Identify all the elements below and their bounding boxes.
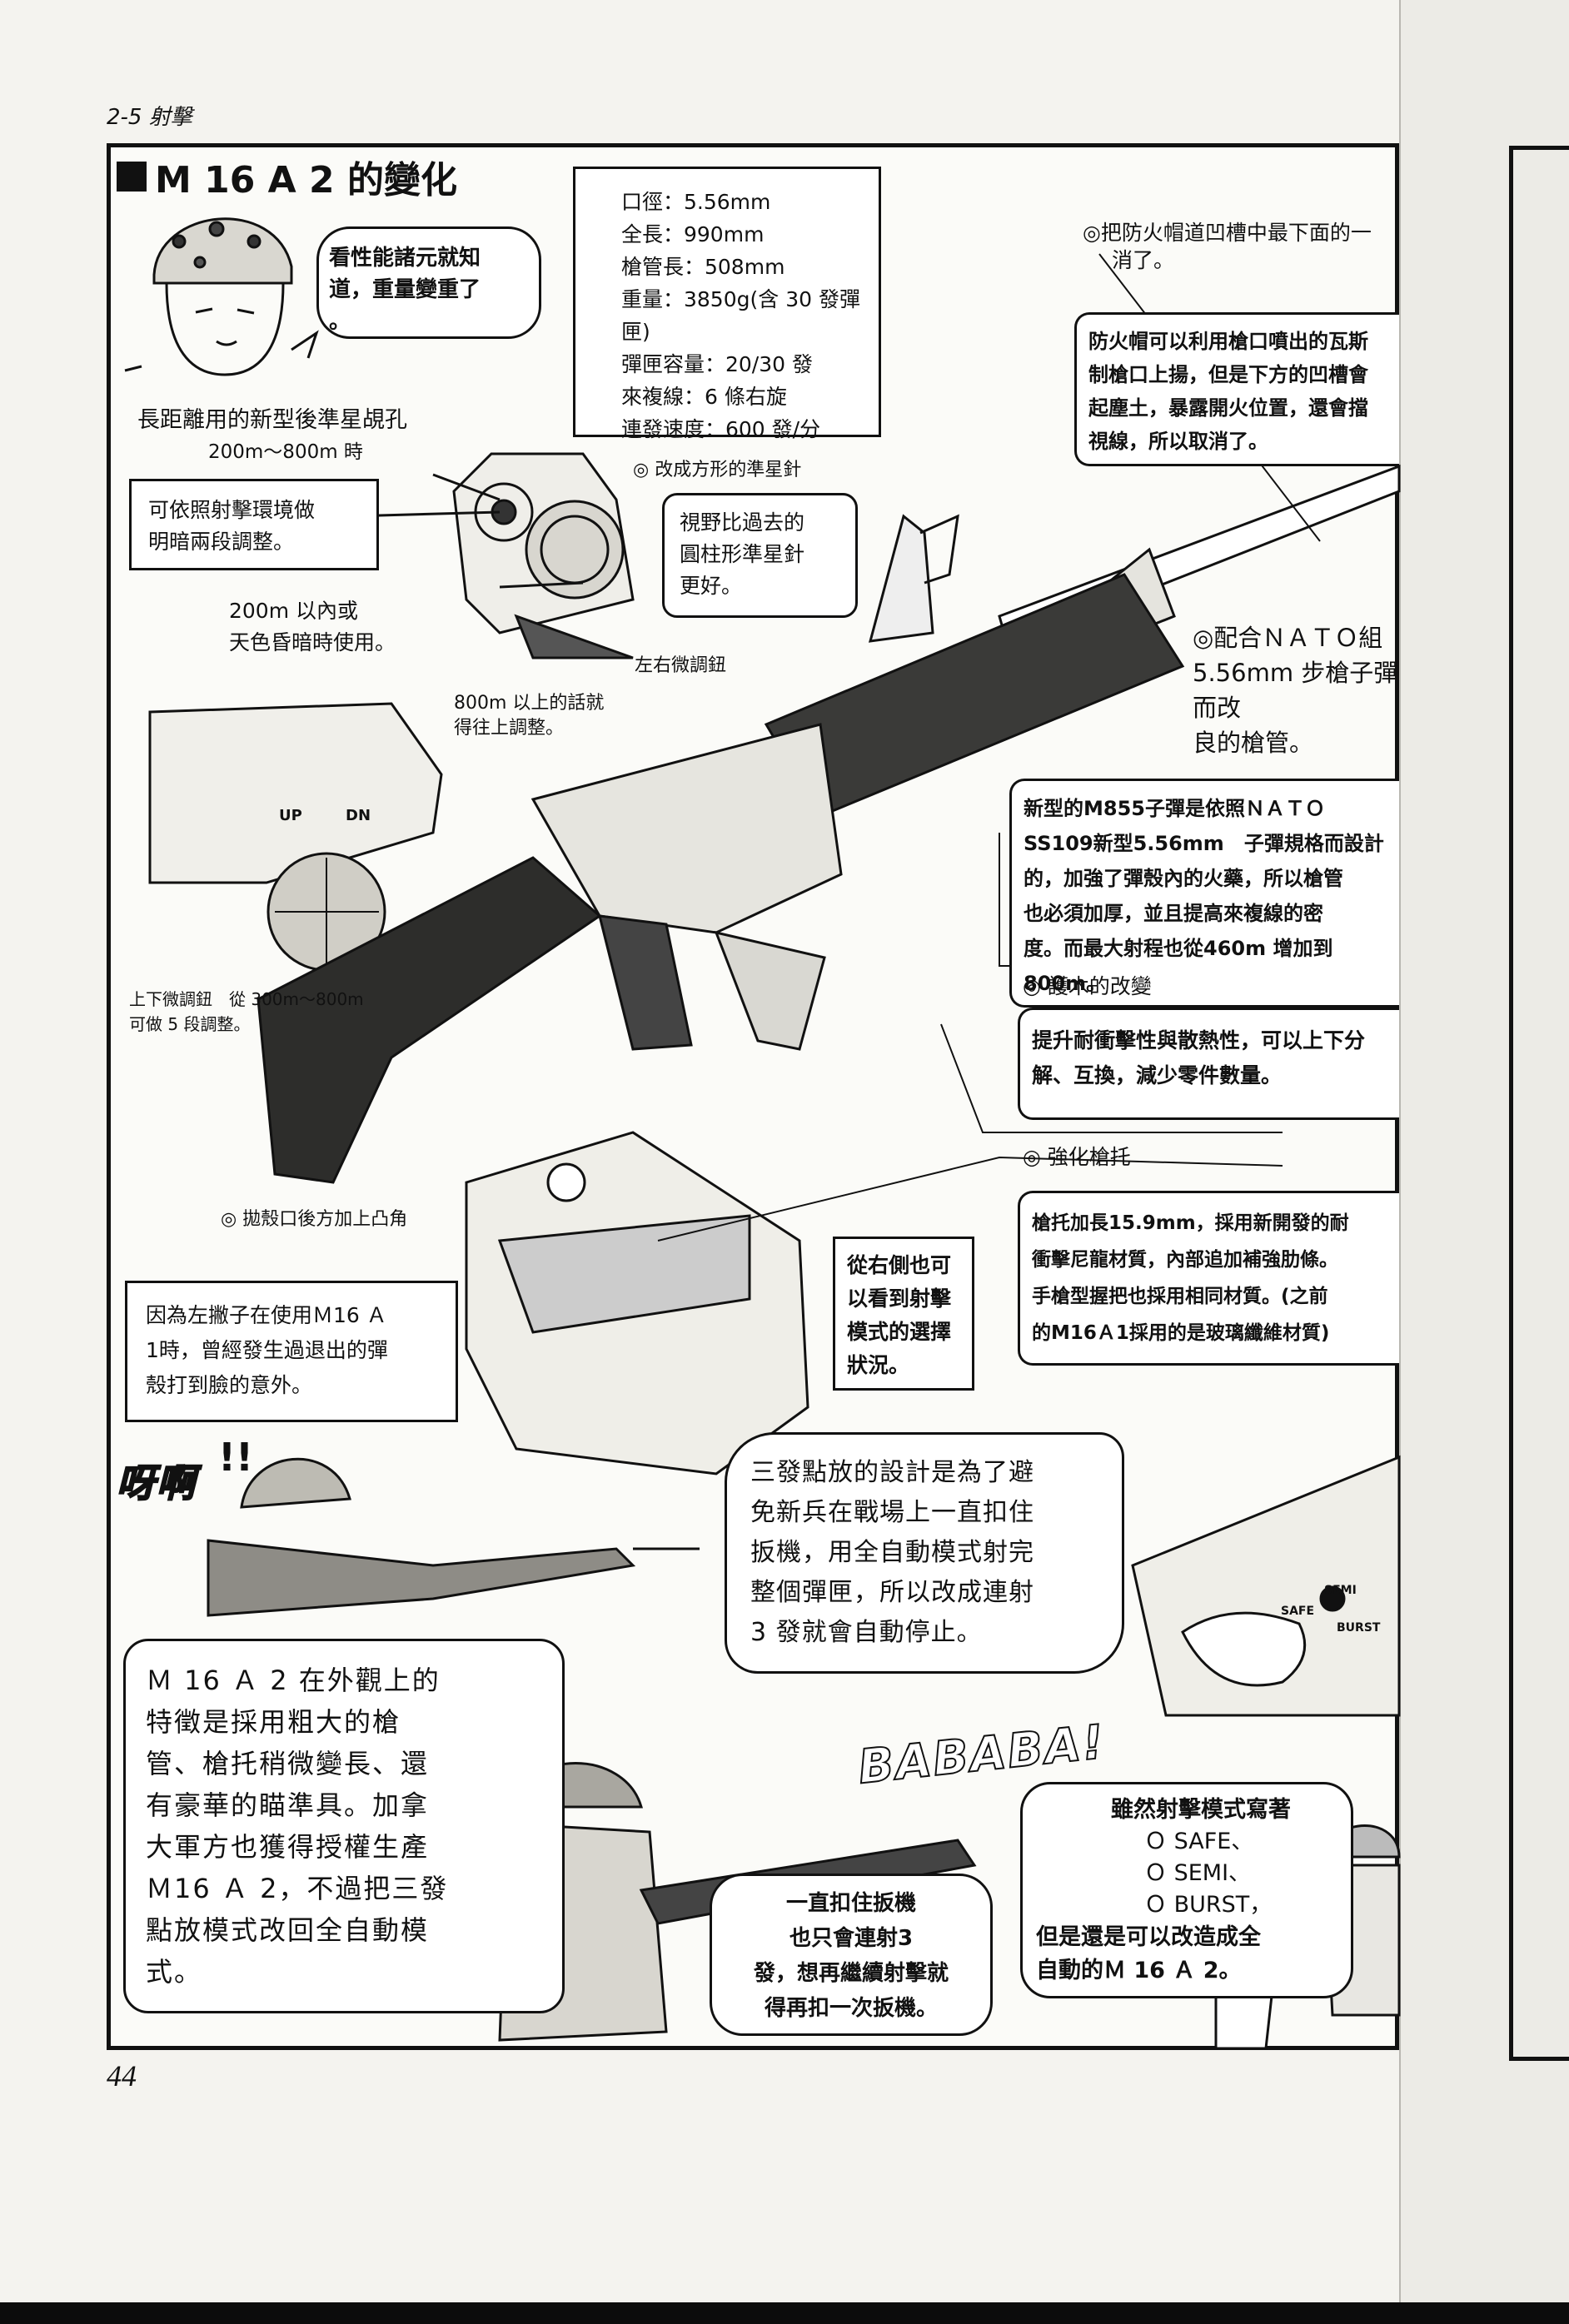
flash-hider-heading-2: 消了。 xyxy=(1112,248,1175,272)
rear-sight-heading: 長距離用的新型後準星覘孔 xyxy=(137,407,407,433)
burst-design-bubble: 三發點放的設計是為了避 免新兵在戰場上一直扣住 扳機，用全自動模式射完 整個彈匣… xyxy=(725,1432,1124,1674)
modes-line2: 但是還是可以改造成全 自動的Ｍ 16 Ａ 2。 xyxy=(1036,1924,1261,1983)
spec-caliber: 口徑：5.56mm xyxy=(621,190,771,214)
m855-box: 新型的M855子彈是依照ＮＡＴＯ SS109新型5.56mm 子彈規格而設計 的… xyxy=(1009,779,1399,1008)
stock-box: 槍托加長15.9mm，採用新開發的耐 衝擊尼龍材質，內部追加補強肋條。 手槍型握… xyxy=(1018,1191,1399,1366)
flash-hider-box: 防火帽可以利用槍口噴出的瓦斯 制槍口上揚，但是下方的凹槽會 起塵土，暴露開火位置… xyxy=(1074,312,1399,466)
stock-heading: ◎ 強化槍托 xyxy=(1023,1145,1131,1169)
adjacent-page xyxy=(1399,0,1569,2302)
spec-barrel: 槍管長：508mm xyxy=(621,255,785,279)
soldier-head-icon xyxy=(124,217,319,376)
front-sight-box: 視野比過去的 圓柱形準星針 更好。 xyxy=(662,493,858,618)
ud-knob-label: 上下微調鈕 從 300m～800m 可做 5 段調整。 xyxy=(129,989,364,1034)
summary-bubble: Ｍ 16 Ａ 2 在外觀上的 特徵是採用粗大的槍 管、槍托稍微變長、還 有豪華的… xyxy=(123,1639,565,2013)
receiver-detail-drawing xyxy=(465,1131,809,1476)
spec-rate: 連發速度：600 發/分 xyxy=(621,417,821,441)
spec-weight: 重量：3850g(含 30 發彈匣) xyxy=(621,287,860,344)
front-sight-heading: ◎ 改成方形的準星針 xyxy=(633,460,802,480)
adjacent-page-frame xyxy=(1509,146,1569,2061)
modes-line1: 雖然射擊模式寫著 xyxy=(1111,1797,1291,1823)
spec-box: 口徑：5.56mm 全長：990mm 槍管長：508mm 重量：3850g(含 … xyxy=(573,167,881,441)
mark-burst: BURST xyxy=(1337,1621,1381,1635)
flash-hider-heading: ◎把防火帽道凹槽中最下面的一 xyxy=(1083,221,1372,245)
handguard-box: 提升耐衝擊性與散熱性，可以上下分 解、互換，減少零件數量。 xyxy=(1018,1008,1399,1120)
sfx-ouch-marks: !! xyxy=(218,1435,253,1480)
spec-rifling: 來複線：6 條右旋 xyxy=(621,385,787,409)
running-head: 2-5 射擊 xyxy=(107,105,192,130)
nato-barrel-label: ◎配合ＮＡＴＯ組 5.56mm 步槍子彈而改 良的槍管。 xyxy=(1193,624,1398,757)
page-title: M 16 A 2 的變化 xyxy=(117,150,457,203)
mode-safe: Ｏ SAFE、 xyxy=(1144,1829,1254,1854)
mark-safe: SAFE xyxy=(1281,1605,1315,1618)
deflector-box: 因為左撇子在使用Ｍ16 Ａ 1時，曾經發生過退出的彈 殼打到臉的意外。 xyxy=(125,1281,458,1422)
rear-sight-drawing xyxy=(349,452,635,659)
fire-modes-bubble: 雖然射擊模式寫著 Ｏ SAFE、 Ｏ SEMI、 Ｏ BURST， 但是還是可以… xyxy=(1020,1782,1353,1998)
over-800-label: 800m 以上的話就 得往上調整。 xyxy=(454,693,605,739)
title-square-icon xyxy=(117,162,147,192)
prone-soldier-drawing xyxy=(207,1457,700,1617)
sfx-ouch: 呀啊 xyxy=(116,1460,197,1506)
scan-edge xyxy=(0,2302,1569,2324)
mode-burst: Ｏ BURST， xyxy=(1144,1892,1273,1918)
sight-adjust-drawing xyxy=(148,702,443,972)
handguard-heading: ◎ 護木的改變 xyxy=(1023,974,1152,998)
rear-sight-range: 200m～800m 時 xyxy=(208,441,363,463)
short-range-label: 200m 以內或 天色昏暗時使用。 xyxy=(229,599,396,654)
title-text: M 16 A 2 的變化 xyxy=(155,159,457,202)
selector-closeup-drawing xyxy=(1131,1455,1401,1717)
modes-list: Ｏ SAFE、 Ｏ SEMI、 Ｏ BURST， xyxy=(1036,1826,1337,1921)
mark-semi: SEMI xyxy=(1324,1584,1357,1597)
deflector-heading: ◎ 拋殼口後方加上凸角 xyxy=(221,1209,408,1230)
right-side-box: 從右側也可 以看到射擊 模式的選擇 狀況。 xyxy=(833,1237,974,1391)
mode-semi: Ｏ SEMI、 xyxy=(1144,1860,1252,1886)
front-sight-drawing xyxy=(868,514,959,643)
sight-dn-mark: DN xyxy=(346,807,371,824)
trigger-bubble: 一直扣住扳機 也只會連射3 發，想再繼續射擊就 得再扣一次扳機。 xyxy=(710,1874,993,2036)
brightness-adjust-box: 可依照射擊環境做 明暗兩段調整。 xyxy=(129,479,379,570)
spec-length: 全長：990mm xyxy=(621,222,765,246)
page-number: 44 xyxy=(107,2059,137,2093)
sight-up-mark: UP xyxy=(279,807,302,824)
m16a2-rifle-drawing xyxy=(257,464,1401,1184)
speech-bubble-weight: 看性能諸元就知 道，重量變重了 。 xyxy=(316,226,541,339)
lr-knob-label: 左右微調鈕 xyxy=(635,655,727,676)
spec-magazine: 彈匣容量：20/30 發 xyxy=(621,352,813,376)
